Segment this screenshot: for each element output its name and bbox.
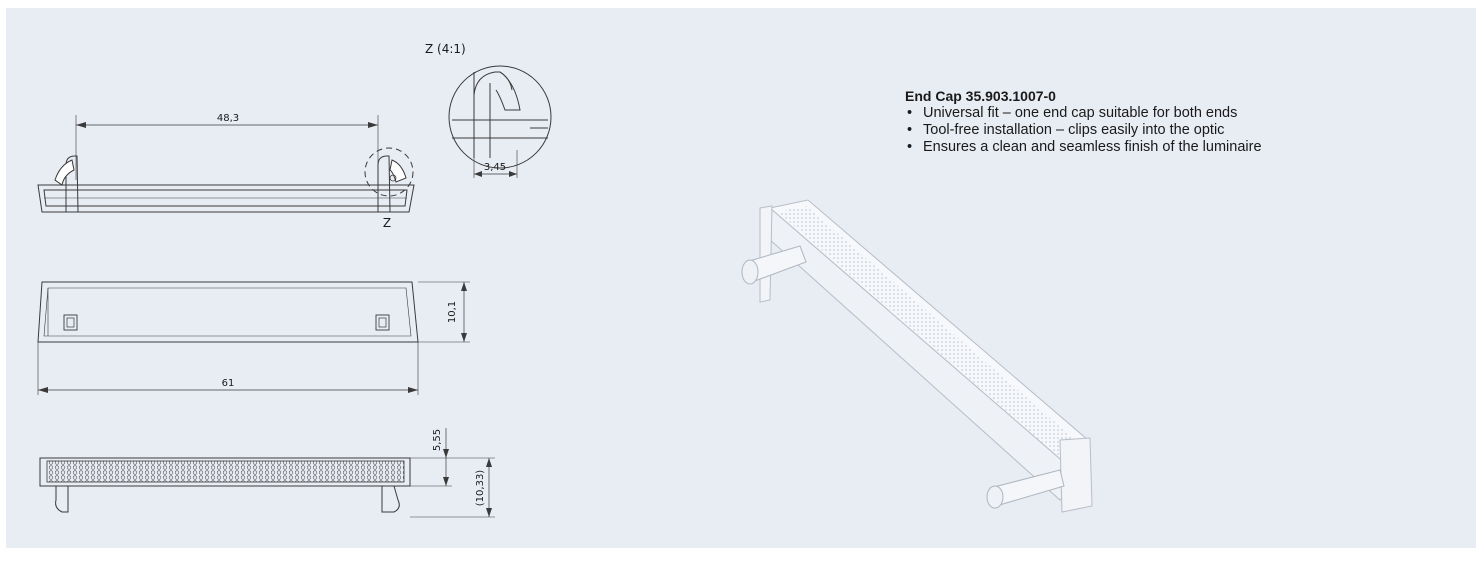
side-view [37,115,415,213]
feature-item: Tool-free installation – clips easily in… [905,122,1465,139]
detail-marker: Z [383,216,391,230]
feature-item: Universal fit – one end cap suitable for… [905,105,1465,122]
product-render [741,199,1093,513]
feature-item: Ensures a clean and seamless finish of t… [905,139,1465,156]
product-title: End Cap 35.903.1007-0 [905,88,1056,104]
dim-length: 61 [222,378,235,389]
dim-detail-width: 3,45 [484,162,506,173]
top-view [37,281,470,395]
dim-height: 10,1 [447,301,458,323]
front-view [39,428,495,518]
dim-total-height: (10,33) [475,470,486,507]
dim-lens-height: 5,55 [432,429,443,451]
detail-label: Z (4:1) [425,42,466,56]
detail-view [448,65,552,178]
dim-clip-spacing: 48,3 [217,113,239,124]
product-info: End Cap 35.903.1007-0 Universal fit – on… [905,87,1465,156]
feature-list: Universal fit – one end cap suitable for… [905,105,1465,156]
